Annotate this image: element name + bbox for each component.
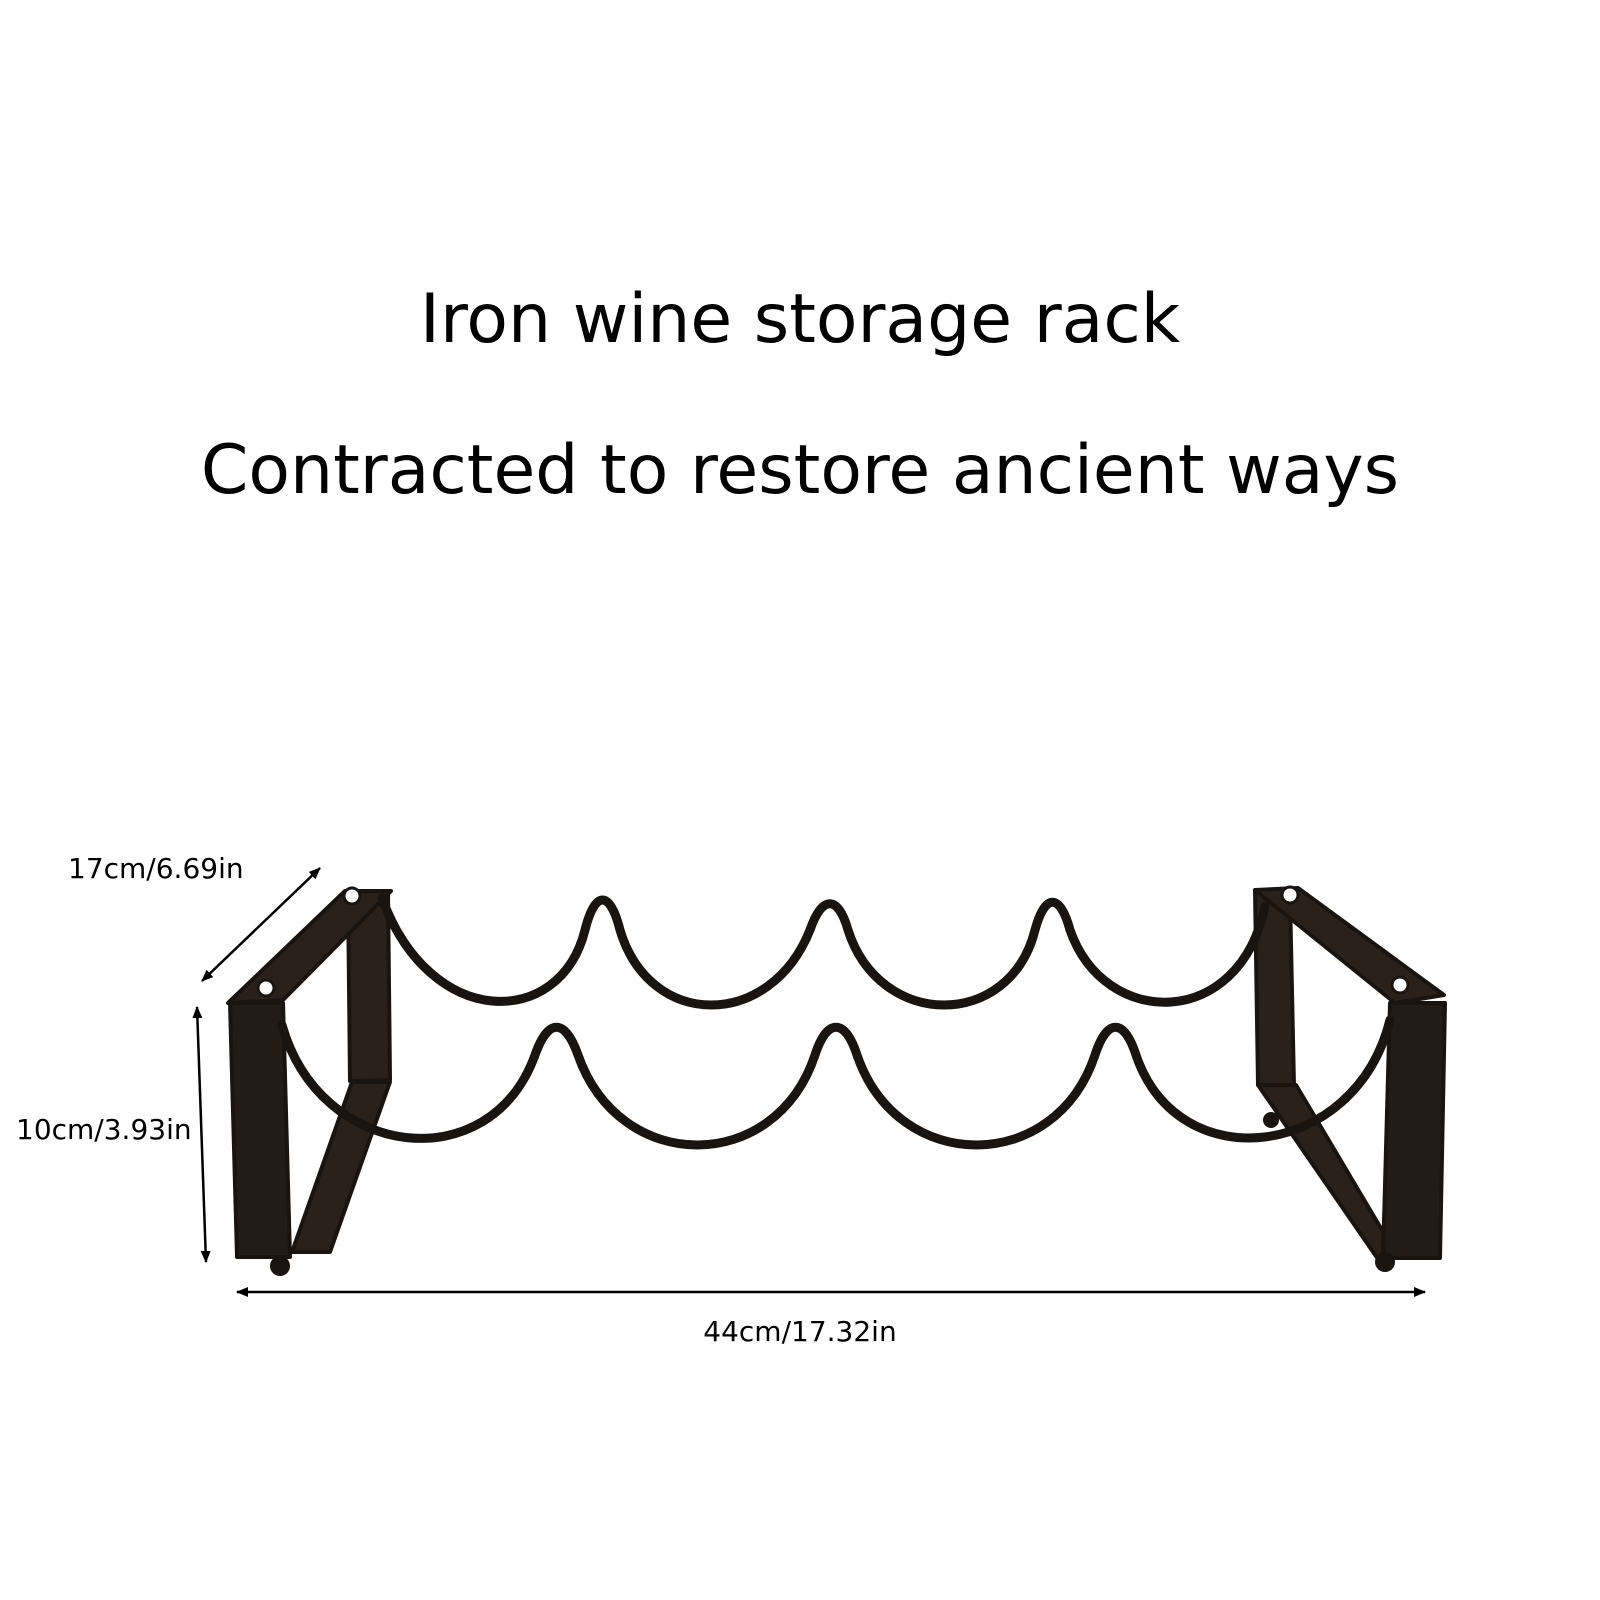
depth-dimension-label: 17cm/6.69in <box>68 852 244 885</box>
height-dimension-label: 10cm/3.93in <box>16 1113 192 1146</box>
product-subtitle: Contracted to restore ancient ways <box>200 431 1400 510</box>
width-dimension-label: 44cm/17.32in <box>703 1315 897 1348</box>
product-title: Iron wine storage rack <box>419 280 1181 359</box>
depth-arrow <box>201 867 321 982</box>
height-arrow <box>192 1006 211 1263</box>
wine-rack-icon <box>226 885 1447 1276</box>
